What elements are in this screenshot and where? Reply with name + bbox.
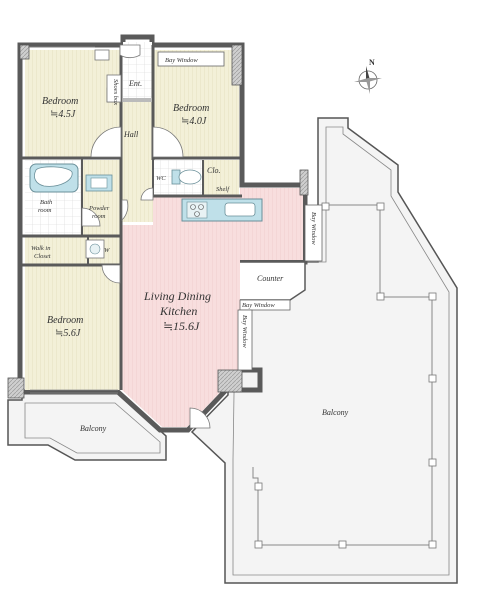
- bedroom-3-name: Bedroom: [47, 315, 83, 326]
- compass-icon: N: [354, 58, 382, 94]
- ldk-name-2: Kitchen: [159, 304, 197, 318]
- closet-label: Clo.: [207, 166, 221, 175]
- bedroom-2-size: ≒4.0J: [181, 116, 207, 127]
- closet-label-1: Walk in: [31, 245, 50, 252]
- closet-floor: [25, 237, 87, 265]
- bay-window-vertical-label: Bay Window: [241, 315, 248, 348]
- bedroom-2-name: Bedroom: [173, 103, 209, 114]
- balcony-posts: [254, 202, 437, 549]
- bay-window-right-label: Bay Window: [310, 212, 317, 245]
- shoes-box: [106, 74, 122, 103]
- powder-label-1: Powder: [88, 205, 110, 212]
- burner-icon: [198, 204, 204, 210]
- door-swings: [81, 44, 184, 284]
- closet-label-2: Closet: [34, 253, 51, 260]
- wall-columns: [7, 44, 309, 399]
- compass-north-label: N: [369, 58, 375, 67]
- stove: [186, 201, 208, 219]
- burner-icon: [194, 211, 200, 217]
- shoes-box-label: Shoes box: [112, 79, 119, 105]
- bay-window-mid: [239, 299, 291, 311]
- cabinet: [94, 49, 110, 61]
- w-label: W: [104, 247, 110, 254]
- closet-small-floor: [203, 160, 239, 195]
- small-balcony-rail: [24, 402, 161, 454]
- entrance-step: [123, 98, 152, 102]
- ldk-door: [189, 407, 211, 429]
- bay-window-right: [304, 204, 323, 262]
- bathtub-basin: [34, 166, 73, 187]
- big-balcony-label: Balcony: [322, 408, 349, 417]
- burner-icon: [190, 204, 196, 210]
- bay-window-top-label: Bay Window: [165, 57, 198, 64]
- bath-label-1: Bath: [40, 199, 52, 206]
- sink: [224, 202, 256, 217]
- entrance-label: Ent.: [128, 79, 142, 88]
- shelf-label: Shelf: [216, 186, 230, 193]
- bedroom-3-size: ≒5.6J: [55, 328, 81, 339]
- window-lines: [28, 46, 118, 394]
- bedroom-3-floor: [25, 266, 120, 390]
- wc-label: WC: [156, 175, 166, 182]
- hall-label: Hall: [123, 130, 139, 139]
- counter-label: Counter: [257, 274, 284, 283]
- ldk-size: ≒15.6J: [163, 319, 200, 333]
- bedroom-1-size: ≒4.5J: [50, 109, 76, 120]
- bath-label-2: room: [38, 207, 52, 214]
- powder-label-2: room: [92, 213, 106, 220]
- bay-window-top: [157, 51, 225, 67]
- bay-window-mid-label: Bay Window: [242, 302, 275, 309]
- toilet-bowl: [178, 169, 202, 185]
- small-balcony-label: Balcony: [80, 424, 107, 433]
- bedroom-1-name: Bedroom: [42, 96, 78, 107]
- ldk-name-1: Living Dining: [143, 289, 211, 303]
- bay-window-vertical: [237, 309, 253, 371]
- ldk-floor: [122, 188, 303, 427]
